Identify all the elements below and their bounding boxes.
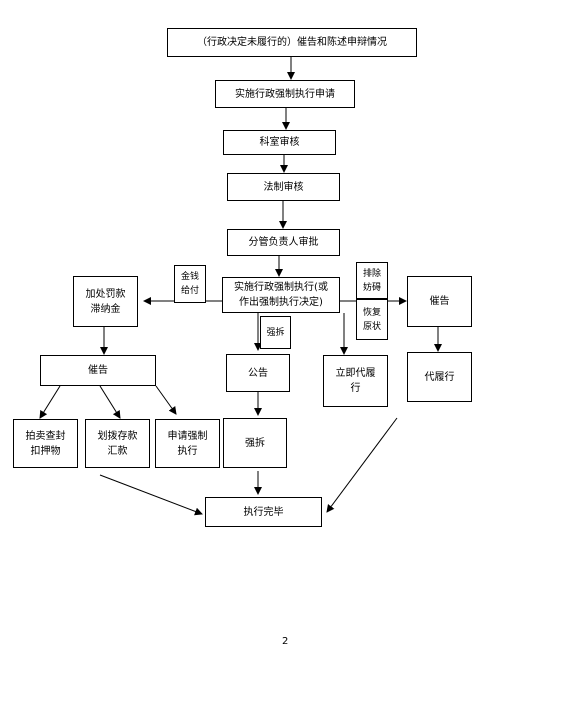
label-monetary-line2: 给付 xyxy=(180,286,199,296)
node-section-review-label: 科室审核 xyxy=(259,137,300,148)
label-forced-demolition: 强拆 xyxy=(260,316,291,349)
node-enforcement-application: 实施行政强制执行申请 xyxy=(215,80,355,108)
node-auction-line2: 扣押物 xyxy=(30,445,61,457)
label-restore-line1: 恢复 xyxy=(362,307,381,318)
node-transfer-deposit: 划拨存款 汇款 xyxy=(85,419,150,468)
node-transfer-line2: 汇款 xyxy=(107,445,128,457)
arrow-substitute-finish xyxy=(326,417,398,513)
node-auction: 拍卖查封 扣押物 xyxy=(13,419,78,468)
node-manager-approval: 分管负责人审批 xyxy=(227,229,340,256)
node-substitute-label: 代履行 xyxy=(424,371,455,383)
label-restore-line2: 原状 xyxy=(362,321,381,332)
page-number: 2 xyxy=(282,636,289,647)
label-remove-obstruction: 排除 妨碍 xyxy=(356,262,388,299)
node-manager-approval-label: 分管负责人审批 xyxy=(248,237,319,248)
node-finish-label: 执行完毕 xyxy=(243,506,284,518)
node-urge-statement-label: （行政决定未履行的）催告和陈述申辩情况 xyxy=(197,37,387,48)
node-immediate-line1: 立即代履 xyxy=(335,368,376,379)
node-transfer-line1: 划拨存款 xyxy=(97,430,138,442)
node-substitute-performance: 代履行 xyxy=(407,352,472,402)
node-section-review: 科室审核 xyxy=(223,130,336,155)
node-urge-left-label: 催告 xyxy=(88,365,108,376)
arrow-left-finish xyxy=(99,474,203,516)
node-implement-line2: 作出强制执行决定) xyxy=(239,297,323,308)
node-apply-line1: 申请强制 xyxy=(167,430,208,442)
arrow-urge-transfer xyxy=(99,385,121,419)
node-demolition: 强拆 xyxy=(223,418,287,468)
node-immediate-line2: 行 xyxy=(350,383,361,394)
node-announcement-label: 公告 xyxy=(248,367,268,379)
node-announcement: 公告 xyxy=(226,354,290,392)
label-remove-line1: 排除 xyxy=(362,268,381,279)
node-enforcement-application-label: 实施行政强制执行申请 xyxy=(235,88,335,100)
node-immediate-substitute: 立即代履 行 xyxy=(323,355,388,407)
label-remove-line2: 妨碍 xyxy=(362,282,381,293)
arrow-urge-auction xyxy=(39,385,61,419)
arrow-urge-apply xyxy=(155,385,177,415)
node-penalty: 加处罚款 滞纳金 xyxy=(73,276,138,327)
label-forced-demolition-text: 强拆 xyxy=(266,327,285,338)
label-monetary-line1: 金钱 xyxy=(180,272,199,282)
node-urge-right-label: 催告 xyxy=(429,296,450,307)
node-urge-right: 催告 xyxy=(407,276,472,327)
node-urge-statement: （行政决定未履行的）催告和陈述申辩情况 xyxy=(167,28,417,57)
node-implement-enforcement: 实施行政强制执行(或 作出强制执行决定) xyxy=(222,277,340,313)
node-demolition-label: 强拆 xyxy=(245,437,265,449)
node-auction-line1: 拍卖查封 xyxy=(25,430,66,442)
node-penalty-line2: 滞纳金 xyxy=(90,303,121,315)
node-apply-enforcement: 申请强制 执行 xyxy=(155,419,220,468)
node-finish: 执行完毕 xyxy=(205,497,322,527)
node-apply-line2: 执行 xyxy=(177,445,198,457)
label-monetary-payment: 金钱 给付 xyxy=(174,265,206,303)
node-legal-review: 法制审核 xyxy=(227,173,340,201)
node-implement-line1: 实施行政强制执行(或 xyxy=(234,282,328,293)
label-restore-original: 恢复 原状 xyxy=(356,299,388,340)
node-penalty-line1: 加处罚款 xyxy=(85,288,126,300)
node-urge-left: 催告 xyxy=(40,355,156,386)
node-legal-review-label: 法制审核 xyxy=(263,181,304,193)
